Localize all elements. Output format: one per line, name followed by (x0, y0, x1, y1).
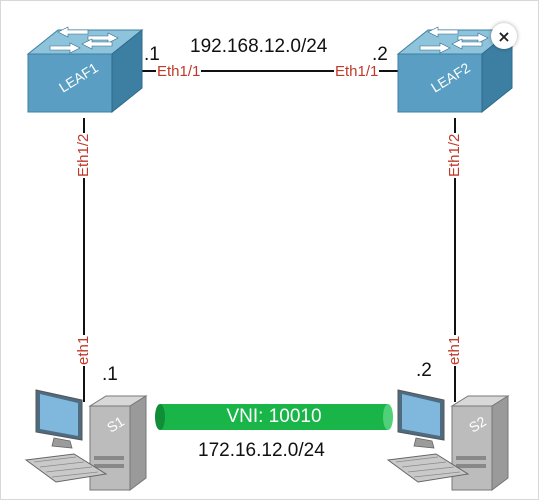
s1-eth1-label: eth1 (75, 334, 92, 366)
leaf2-switch-icon[interactable] (396, 26, 514, 114)
close-button[interactable]: × (491, 23, 517, 49)
vni-label: VNI: 10010 (226, 406, 322, 427)
leaf2-ip: .2 (372, 44, 388, 65)
leaf-interconnect-subnet: 192.168.12.0/24 (190, 36, 328, 57)
vxlan-subnet: 172.16.12.0/24 (198, 440, 325, 461)
leaf1-eth1-2-label: Eth1/2 (75, 132, 92, 178)
s2-ip: .2 (416, 360, 432, 381)
vxlan-tunnel (155, 404, 393, 430)
close-icon: × (497, 26, 511, 46)
s1-ip: .1 (102, 364, 118, 385)
leaf2-eth1-1-label: Eth1/1 (334, 63, 380, 80)
leaf2-eth1-2-label: Eth1/2 (446, 132, 463, 178)
leaf1-switch-icon[interactable] (26, 26, 144, 114)
leaf1-ip: .1 (144, 44, 160, 65)
s2-computer-icon[interactable] (386, 389, 510, 491)
s2-eth1-label: eth1 (446, 334, 463, 366)
s1-computer-icon[interactable] (24, 389, 148, 491)
leaf1-eth1-1-label: Eth1/1 (156, 63, 202, 80)
